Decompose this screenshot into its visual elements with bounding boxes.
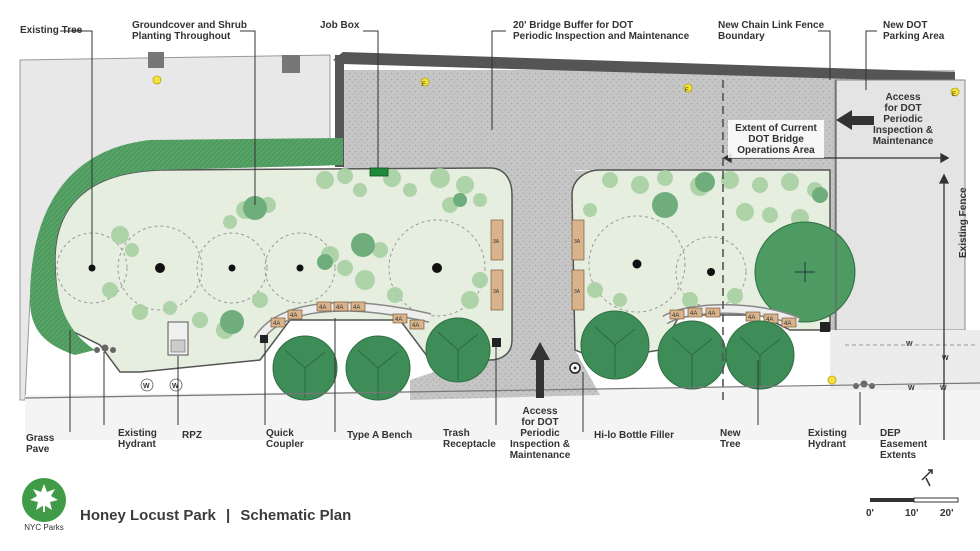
leader-lines: [60, 30, 877, 432]
rpz-grate: [170, 339, 186, 353]
bench-arc-left-inner: [254, 303, 431, 342]
bench-tag-text: 4A: [672, 313, 679, 319]
side-benches: 3A 3A 3A 3A: [490, 219, 585, 311]
bench-tag-text: 4A: [319, 305, 326, 311]
fence-tag: F: [685, 88, 689, 94]
label-chain-link-fence: New Chain Link Fence Boundary: [718, 20, 825, 42]
grass-pave-strip: [30, 138, 343, 355]
scale-label-zero: 0': [866, 508, 874, 519]
label-existing-fence: Existing Fence: [958, 187, 969, 258]
fence-post: [820, 322, 830, 332]
new-tree-branches: [284, 326, 781, 398]
access-arrow-bottom: [530, 342, 550, 398]
bench-tag-text: 4A: [290, 313, 297, 319]
right-paved: [830, 330, 980, 390]
label-type-a-bench: Type A Bench: [347, 430, 413, 441]
plan-type: Schematic Plan: [240, 507, 352, 524]
label-groundcover: Groundcover and Shrub Planting Throughou…: [132, 20, 248, 42]
scale-bar: [870, 497, 959, 503]
west-wall: [335, 55, 344, 167]
shrub-clusters-dark: [220, 172, 828, 334]
water-tag: W: [172, 383, 179, 390]
south-curb: [24, 382, 980, 399]
nyc-parks-logo: [22, 478, 66, 522]
label-quick-coupler: Quick Coupler: [266, 428, 304, 450]
sidewalk-bottom: [25, 385, 980, 440]
existing-tree-canopies-left: [56, 215, 747, 317]
light-fixtures: [152, 75, 960, 385]
north-arrow: [921, 469, 933, 487]
scale-label-ten: 10': [905, 508, 919, 519]
road-marker: [282, 55, 300, 73]
label-dot-parking: New DOT Parking Area: [883, 20, 945, 42]
bench-tag-text: 4A: [273, 321, 280, 327]
trash-receptacle: [492, 338, 501, 347]
access-arrow-right: [836, 110, 874, 130]
label-existing-hydrant-left: Existing Hydrant: [118, 428, 157, 450]
bench-tag-text: 4A: [395, 317, 402, 323]
water-tag: W: [908, 385, 915, 392]
left-bench-tags: 4A 4A 4A 4A 4A 4A 4A: [270, 301, 425, 330]
north-wall: [333, 52, 955, 82]
label-bridge-buffer: 20' Bridge Buffer for DOT Periodic Inspe…: [513, 20, 690, 42]
label-job-box: Job Box: [320, 20, 360, 31]
bench-tag-text: 4A: [708, 311, 715, 317]
side-bench-tag: 3A: [574, 239, 581, 245]
label-existing-hydrant-right: Existing Hydrant: [808, 428, 847, 450]
scale-label-twenty: 20': [940, 508, 954, 519]
bench-tag-text: 4A: [690, 311, 697, 317]
side-bench-tag: 3A: [574, 289, 581, 295]
bench-tag-text: 4A: [412, 323, 419, 329]
quick-coupler: [260, 335, 268, 343]
bench-tag-text: 4A: [748, 315, 755, 321]
hydrants: [94, 344, 875, 389]
water-tag: W: [942, 355, 949, 362]
fence-tag: F: [422, 82, 426, 88]
logo-text: NYC Parks: [24, 523, 64, 532]
title-separator: |: [226, 507, 231, 524]
label-rpz: RPZ: [182, 430, 202, 441]
label-bottle-filler: Hi-lo Bottle Filler: [594, 430, 674, 441]
job-box: [369, 167, 389, 177]
large-existing-tree: [754, 221, 856, 323]
right-bench-tags: 4A 4A 4A 4A 4A 4A: [669, 307, 797, 328]
dep-arrow: [938, 173, 950, 440]
label-existing-tree: Existing Tree: [20, 25, 83, 36]
road-marker: [148, 52, 164, 68]
label-grass-pave: Grass Pave: [26, 433, 55, 455]
label-trash: Trash Receptacle: [443, 428, 496, 450]
side-bench-tag: 3A: [493, 239, 500, 245]
bench-tag-text: 4A: [336, 305, 343, 311]
bench-tag-text: 4A: [784, 321, 791, 327]
side-bench-tag: 3A: [493, 289, 500, 295]
water-tag: W: [143, 383, 150, 390]
page-title: Honey Locust Park | Schematic Plan: [80, 507, 351, 524]
bottom-path: [410, 350, 600, 400]
label-access-right: Access for DOT Periodic Inspection & Mai…: [872, 92, 934, 147]
label-new-tree: New Tree: [720, 428, 741, 450]
existing-tree-trunks: [88, 259, 715, 276]
label-dep-easement: DEP Easement Extents: [880, 428, 928, 461]
fence-tag: E: [952, 92, 956, 98]
park-name: Honey Locust Park: [80, 507, 216, 524]
bench-tag-text: 4A: [766, 317, 773, 323]
bottle-filler-center: [573, 366, 577, 370]
extent-box: [728, 120, 824, 158]
bench-tag-text: 4A: [353, 305, 360, 311]
label-access-bottom: Access for DOT Periodic Inspection & Mai…: [509, 406, 571, 461]
label-extent: Extent of Current DOT Bridge Operations …: [735, 123, 817, 156]
